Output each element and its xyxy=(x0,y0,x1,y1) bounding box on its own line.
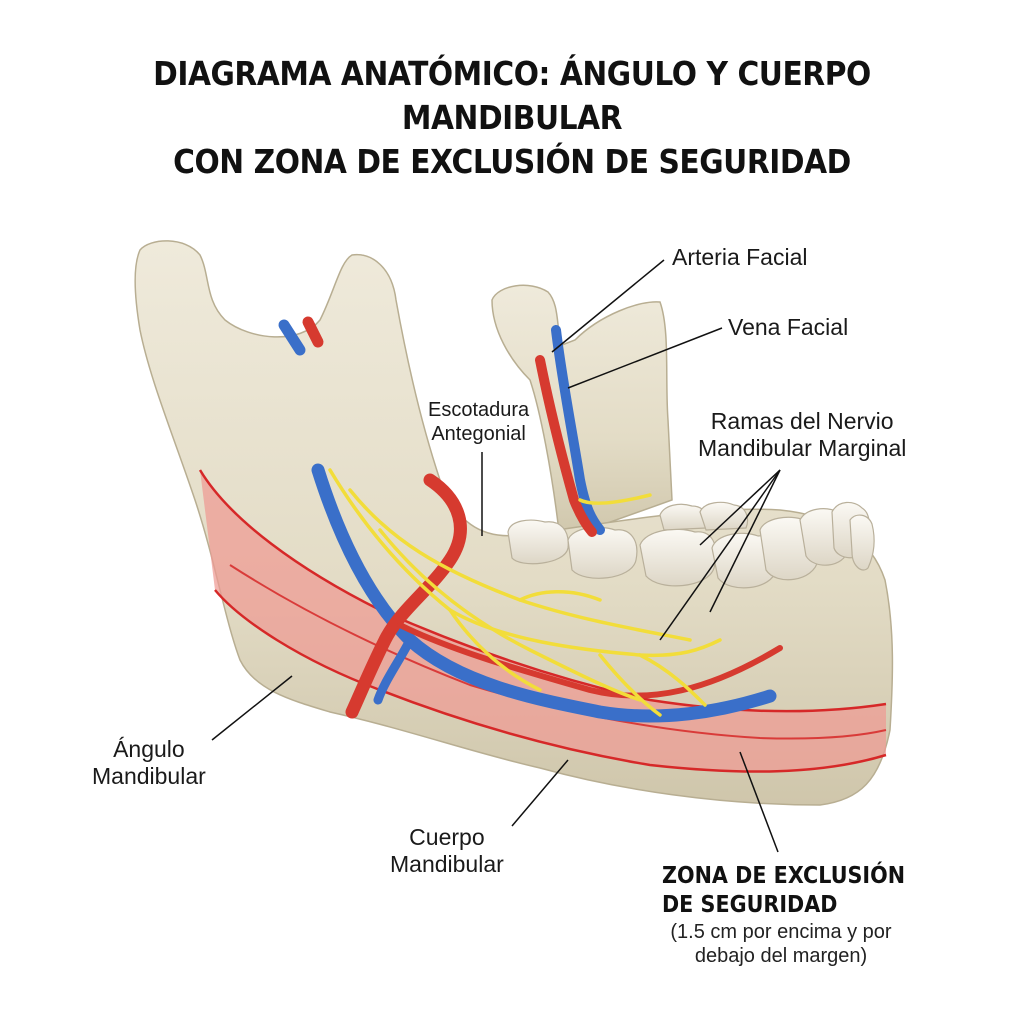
marginal-mandibular-nerve xyxy=(328,468,722,717)
label-escotadura-antegonial: Escotadura Antegonial xyxy=(428,398,529,446)
label-ramas-line-1: Ramas del Nervio xyxy=(710,408,894,434)
label-angulo-line-2: Mandibular xyxy=(92,763,206,789)
exclusion-zone-lower-border xyxy=(214,589,887,773)
label-cuerpo-line-2: Mandibular xyxy=(390,851,504,877)
label-vena-facial: Vena Facial xyxy=(728,314,848,341)
teeth-row xyxy=(507,501,875,589)
label-escotadura-line-2: Antegonial xyxy=(431,423,526,445)
facial-artery xyxy=(302,316,783,719)
title-line-2: CON ZONA DE EXCLUSIÓN DE SEGURIDAD xyxy=(173,142,851,181)
exclusion-zone-upper-border xyxy=(198,469,887,713)
leader-lines xyxy=(211,259,781,853)
label-arteria-facial-text: Arteria Facial xyxy=(672,244,808,270)
zona-exclusion-title: ZONA DE EXCLUSIÓN DE SEGURIDAD xyxy=(662,862,905,920)
label-zona-exclusion: ZONA DE EXCLUSIÓN DE SEGURIDAD (1.5 cm p… xyxy=(662,862,932,968)
label-angulo-line-1: Ángulo xyxy=(113,736,185,762)
label-cuerpo-mandibular: Cuerpo Mandibular xyxy=(390,824,504,878)
exclusion-zone-band xyxy=(200,470,886,772)
label-arteria-facial: Arteria Facial xyxy=(672,244,807,271)
label-vena-facial-text: Vena Facial xyxy=(728,314,849,340)
label-escotadura-line-1: Escotadura xyxy=(428,399,530,421)
zona-exclusion-note: (1.5 cm por encima y por debajo del marg… xyxy=(656,920,906,968)
label-cuerpo-line-1: Cuerpo xyxy=(409,824,485,850)
zona-note-line-1: (1.5 cm por encima y por xyxy=(670,921,892,943)
zona-note-line-2: debajo del margen) xyxy=(694,945,868,967)
zona-title-line-1: ZONA DE EXCLUSIÓN xyxy=(662,863,906,889)
diagram-title: DIAGRAMA ANATÓMICO: ÁNGULO Y CUERPO MAND… xyxy=(51,52,973,184)
facial-vein xyxy=(278,319,777,723)
title-line-1: DIAGRAMA ANATÓMICO: ÁNGULO Y CUERPO MAND… xyxy=(153,54,871,137)
label-ramas-line-2: Mandibular Marginal xyxy=(698,435,907,461)
far-ramus xyxy=(491,284,673,542)
label-ramas-nervio: Ramas del Nervio Mandibular Marginal xyxy=(698,408,906,462)
label-angulo-mandibular: Ángulo Mandibular xyxy=(92,736,206,790)
zona-title-line-2: DE SEGURIDAD xyxy=(662,892,838,918)
